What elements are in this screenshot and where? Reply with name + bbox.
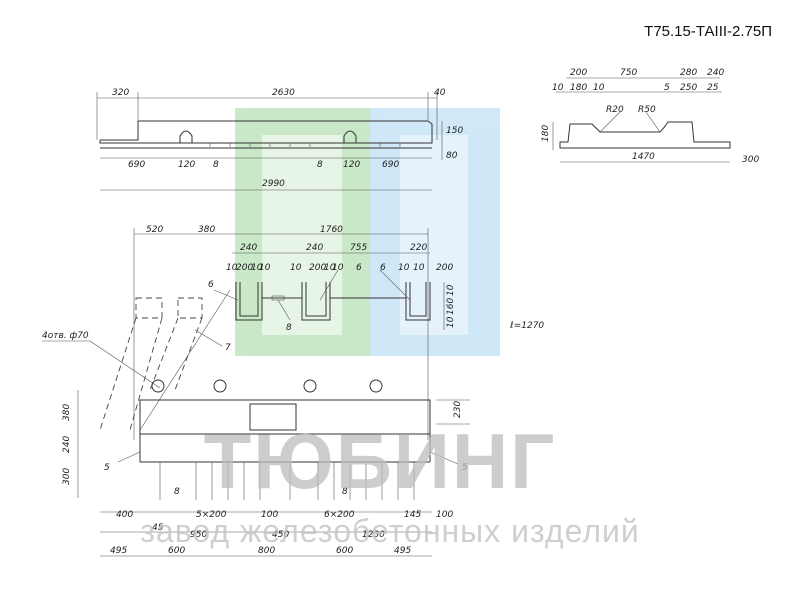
plan-mark-6c: 6 <box>380 263 386 273</box>
front-b1-100: 100 <box>261 510 278 520</box>
front-mark-8-left: 8 <box>174 487 180 497</box>
section-dim2-10b: 10 <box>593 83 605 93</box>
front-dim-240: 240 <box>62 436 72 453</box>
section-dim-200: 200 <box>570 68 587 78</box>
section-dim-750: 750 <box>620 68 637 78</box>
plan-small-10c: 10 <box>259 263 271 273</box>
side-view: 320 2630 40 150 80 690 120 8 8 120 690 2… <box>96 88 463 191</box>
side-dim-320: 320 <box>112 88 129 98</box>
plan-hole-note: 4отв. ф70 <box>42 331 89 341</box>
section-dim-300: 300 <box>742 155 759 165</box>
front-dim-380: 380 <box>62 404 72 421</box>
plan-small-200c: 200 <box>436 263 453 273</box>
plan-mark-7: 7 <box>225 343 231 353</box>
side-mark-8-left: 8 <box>213 160 219 170</box>
section-radius-r20: R20 <box>606 105 624 115</box>
watermark-logo <box>235 108 500 356</box>
side-dim-120-right: 120 <box>343 160 360 170</box>
plan-mark-6a: 6 <box>208 280 214 290</box>
plan-small-10b: 10 <box>251 263 263 273</box>
plan-mark-6b: 6 <box>356 263 362 273</box>
front-mark-8-right: 8 <box>342 487 348 497</box>
front-b1-400: 400 <box>116 510 133 520</box>
front-dim-230: 230 <box>453 401 463 418</box>
watermark-brand: ТЮБИНГ <box>204 417 557 505</box>
section-dim-180: 180 <box>541 125 551 142</box>
front-b1-145: 145 <box>404 510 421 520</box>
plan-small-200a: 200 <box>236 263 253 273</box>
front-b3-495a: 495 <box>110 546 127 556</box>
front-b2-450: 450 <box>272 530 289 540</box>
plan-dim2-240a: 240 <box>240 243 257 253</box>
watermark-tagline: завод железобетонных изделий <box>140 513 639 549</box>
plan-dim-1760: 1760 <box>320 225 343 235</box>
front-view: 380 240 300 230 100 5 8 8 5 400 5×200 10… <box>62 379 470 557</box>
section-dim-240: 240 <box>707 68 724 78</box>
side-dim-80: 80 <box>446 151 458 161</box>
plan-small-10d: 10 <box>290 263 302 273</box>
plan-small-10g: 10 <box>398 263 410 273</box>
plan-small-10e: 10 <box>324 263 336 273</box>
section-dim2-180: 180 <box>570 83 587 93</box>
plan-right-160: 160 <box>446 298 456 315</box>
side-dim-120-left: 120 <box>178 160 195 170</box>
plan-view: 520 380 1760 240 240 755 220 10 200 10 1… <box>42 225 544 440</box>
side-dim-2630: 2630 <box>272 88 295 98</box>
plan-dim-520: 520 <box>146 225 163 235</box>
front-b2-1230: 1230 <box>362 530 385 540</box>
front-b2-950: 950 <box>190 530 207 540</box>
plan-right-10a: 10 <box>446 284 456 296</box>
plan-right-10b: 10 <box>446 316 456 328</box>
front-dim-100: 100 <box>436 510 453 520</box>
plan-dim-380: 380 <box>198 225 215 235</box>
front-dim-300: 300 <box>62 468 72 485</box>
plan-dim2-755: 755 <box>350 243 367 253</box>
section-dim-280: 280 <box>680 68 697 78</box>
side-dim-40: 40 <box>434 88 446 98</box>
plan-small-10h: 10 <box>413 263 425 273</box>
front-b2-45: 45 <box>152 523 164 533</box>
front-b3-600b: 600 <box>336 546 353 556</box>
plan-length-note: ℓ=1270 <box>509 321 544 331</box>
side-dim-690-left: 690 <box>128 160 145 170</box>
side-dim-690-right: 690 <box>382 160 399 170</box>
side-dim-150: 150 <box>446 126 463 136</box>
section-dim2-25: 25 <box>707 83 719 93</box>
section-dim2-10a: 10 <box>552 83 564 93</box>
front-mark-5-right: 5 <box>462 463 468 473</box>
plan-mark-8: 8 <box>286 323 292 333</box>
front-b1-6x200: 6×200 <box>324 510 355 520</box>
plan-dim2-220: 220 <box>410 243 427 253</box>
front-b3-600a: 600 <box>168 546 185 556</box>
plan-small-200b: 200 <box>309 263 326 273</box>
section-dim-1470: 1470 <box>632 152 655 162</box>
front-b3-495b: 495 <box>394 546 411 556</box>
drawing-title: Т75.15-ТАIII-2.75П <box>644 23 772 40</box>
front-b3-800: 800 <box>258 546 275 556</box>
section-dim2-5: 5 <box>664 83 670 93</box>
front-mark-5-left: 5 <box>104 463 110 473</box>
section-dim2-250: 250 <box>680 83 697 93</box>
front-b1-5x200: 5×200 <box>196 510 227 520</box>
plan-small-10f: 10 <box>332 263 344 273</box>
plan-small-10a: 10 <box>226 263 238 273</box>
side-mark-8-right: 8 <box>317 160 323 170</box>
side-dim-total: 2990 <box>262 179 285 189</box>
section-view: 200 750 280 240 10 180 10 5 250 25 R20 R… <box>541 68 759 165</box>
section-radius-r50: R50 <box>638 105 656 115</box>
plan-dim2-240b: 240 <box>306 243 323 253</box>
